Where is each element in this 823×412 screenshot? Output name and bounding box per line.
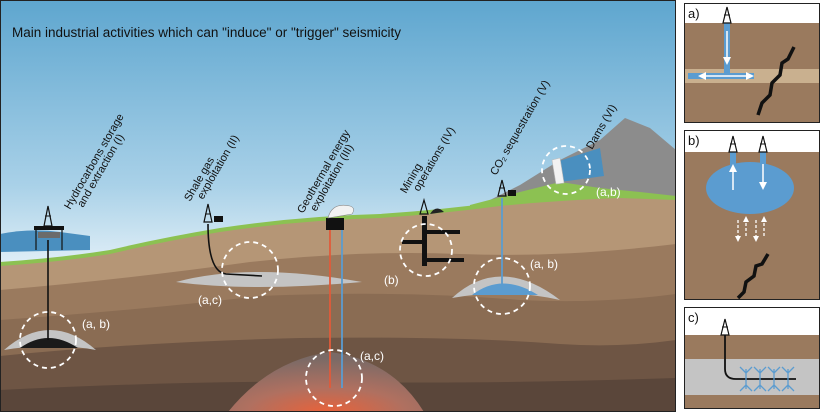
panel-b-label: b): [688, 133, 700, 148]
tag-dam: (a,b): [596, 185, 621, 199]
panel-a-injection-fault: a): [684, 3, 820, 123]
seismic-zone-dam: [541, 145, 591, 195]
seismic-zone-mining: [399, 223, 453, 277]
tag-shale: (a,c): [198, 293, 222, 307]
geothermal-plant: [326, 204, 354, 388]
dam-reservoir: [556, 148, 604, 182]
tag-geothermal: (a,c): [360, 349, 384, 363]
hydrocarbon-oil: [20, 338, 78, 348]
lake: [0, 230, 90, 252]
co2-fluid: [472, 283, 538, 295]
panel-c-hydraulic-fracturing: c): [684, 307, 820, 409]
seismic-zone-hydrocarbon: [19, 311, 77, 369]
magma-dome: [228, 352, 424, 412]
seismic-zone-geothermal: [305, 349, 363, 407]
offshore-platform: [34, 205, 64, 340]
diagram-title: Main industrial activities which can "in…: [12, 25, 401, 40]
seismic-zone-co2: [473, 257, 531, 315]
panel-b-extraction-stress: b): [684, 130, 820, 300]
tag-mining: (b): [384, 273, 399, 287]
co2-injection-well: [497, 179, 516, 290]
panel-a-label: a): [688, 6, 700, 21]
mining-shafts: [402, 197, 464, 266]
dam-wall: [551, 157, 565, 185]
induced-seismicity-diagram: (a, b) (a,c) (a,c) (b) (a, b) (a,b) Hydr…: [0, 0, 676, 412]
seismic-zone-shale: [221, 241, 279, 299]
shale-gas-rig: [203, 203, 263, 277]
tag-hydrocarbon: (a, b): [82, 317, 110, 331]
panel-c-label: c): [688, 310, 699, 325]
tag-co2: (a, b): [530, 257, 558, 271]
